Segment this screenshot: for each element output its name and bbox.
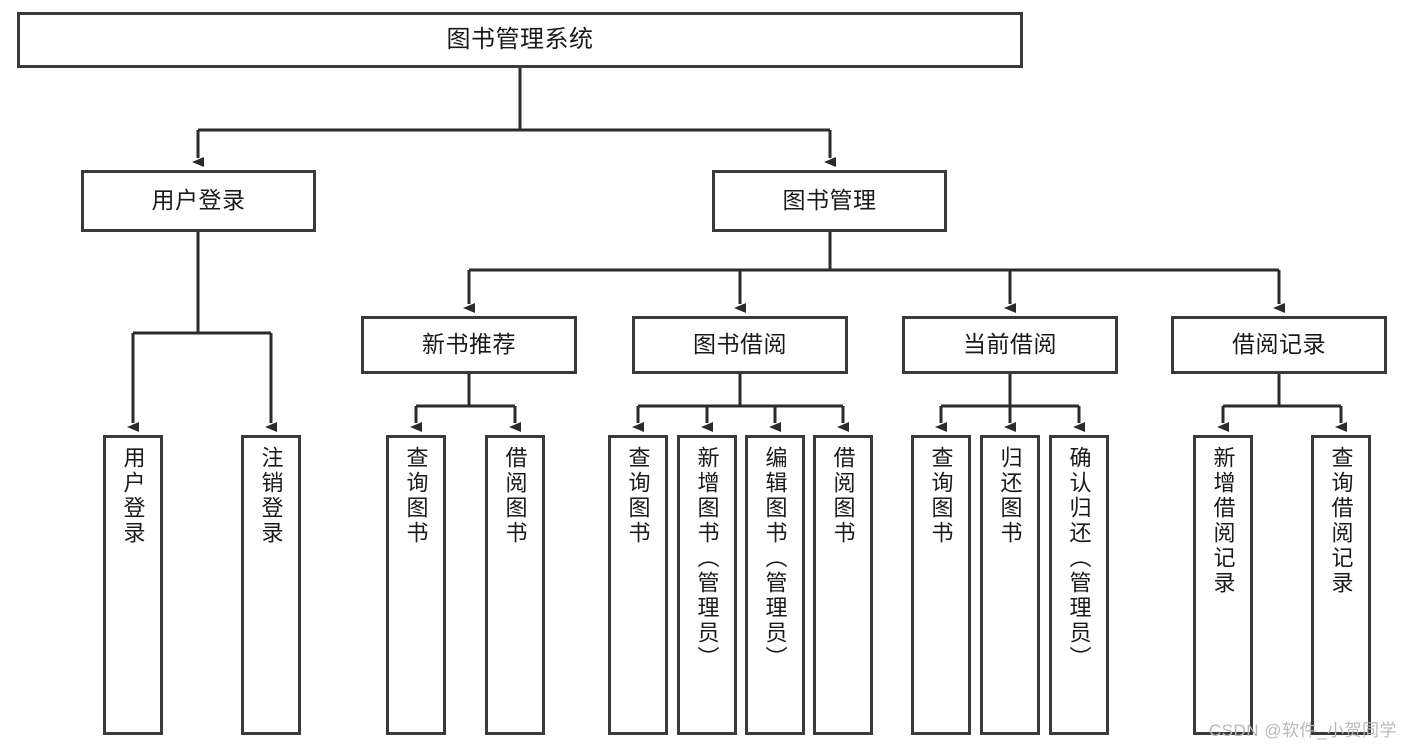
node-label: 借阅图书 xyxy=(502,446,528,546)
node-leaf-logout[interactable]: 注销登录 xyxy=(241,435,301,735)
node-label: 新增图书（管理员） xyxy=(694,446,720,671)
node-label: 编辑图书（管理员） xyxy=(762,446,788,671)
node-label: 借阅图书 xyxy=(830,446,856,546)
node-label: 借阅记录 xyxy=(1232,331,1326,358)
node-root-system[interactable]: 图书管理系统 xyxy=(17,12,1023,68)
node-label: 注销登录 xyxy=(258,446,284,546)
node-leaf-user-login[interactable]: 用户登录 xyxy=(103,435,163,735)
node-label: 查询图书 xyxy=(625,446,651,546)
node-label: 用户登录 xyxy=(120,446,146,546)
node-leaf-query-borrow-record[interactable]: 查询借阅记录 xyxy=(1311,435,1371,735)
node-current-borrow[interactable]: 当前借阅 xyxy=(902,316,1118,374)
node-label: 确认归还（管理员） xyxy=(1066,446,1092,671)
node-leaf-query-book-borrow[interactable]: 查询图书 xyxy=(608,435,668,735)
node-leaf-borrow-book[interactable]: 借阅图书 xyxy=(813,435,873,735)
node-label: 归还图书 xyxy=(997,446,1023,546)
node-label: 查询图书 xyxy=(403,446,429,546)
node-leaf-borrow-book-recommend[interactable]: 借阅图书 xyxy=(485,435,545,735)
node-label: 图书管理系统 xyxy=(446,25,594,53)
node-leaf-query-book-recommend[interactable]: 查询图书 xyxy=(386,435,446,735)
node-label: 图书管理 xyxy=(782,187,877,214)
node-label: 新增借阅记录 xyxy=(1210,446,1236,596)
node-label: 当前借阅 xyxy=(963,331,1057,358)
node-leaf-add-borrow-record[interactable]: 新增借阅记录 xyxy=(1193,435,1253,735)
node-leaf-return-book[interactable]: 归还图书 xyxy=(980,435,1040,735)
node-book-borrow[interactable]: 图书借阅 xyxy=(632,316,848,374)
node-leaf-confirm-return-admin[interactable]: 确认归还（管理员） xyxy=(1049,435,1109,735)
node-label: 图书借阅 xyxy=(693,331,787,358)
node-leaf-add-book-admin[interactable]: 新增图书（管理员） xyxy=(677,435,737,735)
node-new-book-recommend[interactable]: 新书推荐 xyxy=(361,316,577,374)
node-label: 新书推荐 xyxy=(422,331,516,358)
node-user-login[interactable]: 用户登录 xyxy=(81,170,316,232)
node-label: 用户登录 xyxy=(151,187,246,214)
node-label: 查询借阅记录 xyxy=(1328,446,1354,596)
node-book-management[interactable]: 图书管理 xyxy=(712,170,947,232)
node-label: 查询图书 xyxy=(928,446,954,546)
watermark-text: CSDN @软件_小贺同学 xyxy=(1208,721,1397,740)
node-leaf-edit-book-admin[interactable]: 编辑图书（管理员） xyxy=(745,435,805,735)
node-borrow-record[interactable]: 借阅记录 xyxy=(1171,316,1387,374)
node-leaf-query-book-current[interactable]: 查询图书 xyxy=(911,435,971,735)
